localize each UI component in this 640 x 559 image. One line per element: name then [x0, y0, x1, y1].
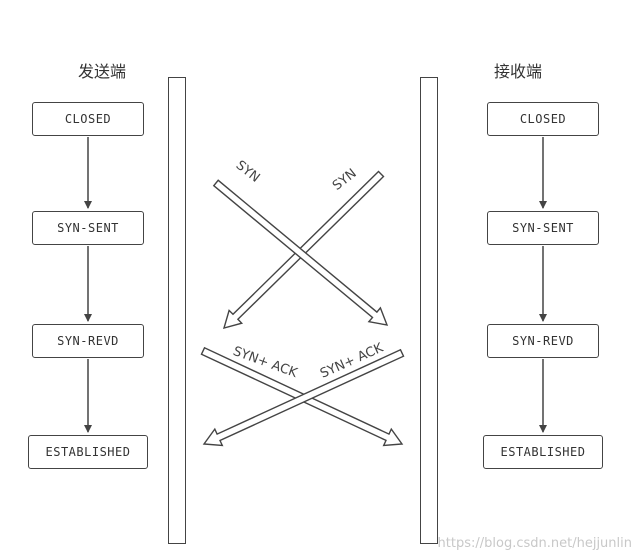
receiver-state-syn-revd: SYN-REVD [487, 324, 599, 358]
syn-arrow-right-to-left [222, 170, 385, 330]
syn-arrow-left-to-right [212, 179, 389, 326]
sender-state-syn-revd: SYN-REVD [32, 324, 144, 358]
sender-wall [168, 77, 186, 544]
receiver-wall [420, 77, 438, 544]
sender-state-syn-sent: SYN-SENT [32, 211, 144, 245]
watermark: https://blog.csdn.net/hejjunlin [437, 536, 632, 551]
receiver-title: 接收端 [494, 62, 543, 81]
sender-state-closed: CLOSED [32, 102, 144, 136]
sender-state-established: ESTABLISHED [28, 435, 148, 469]
receiver-state-closed: CLOSED [487, 102, 599, 136]
sender-title: 发送端 [78, 62, 127, 81]
synack-arrow-right-to-left [202, 348, 405, 447]
receiver-state-established: ESTABLISHED [483, 435, 603, 469]
receiver-state-syn-sent: SYN-SENT [487, 211, 599, 245]
